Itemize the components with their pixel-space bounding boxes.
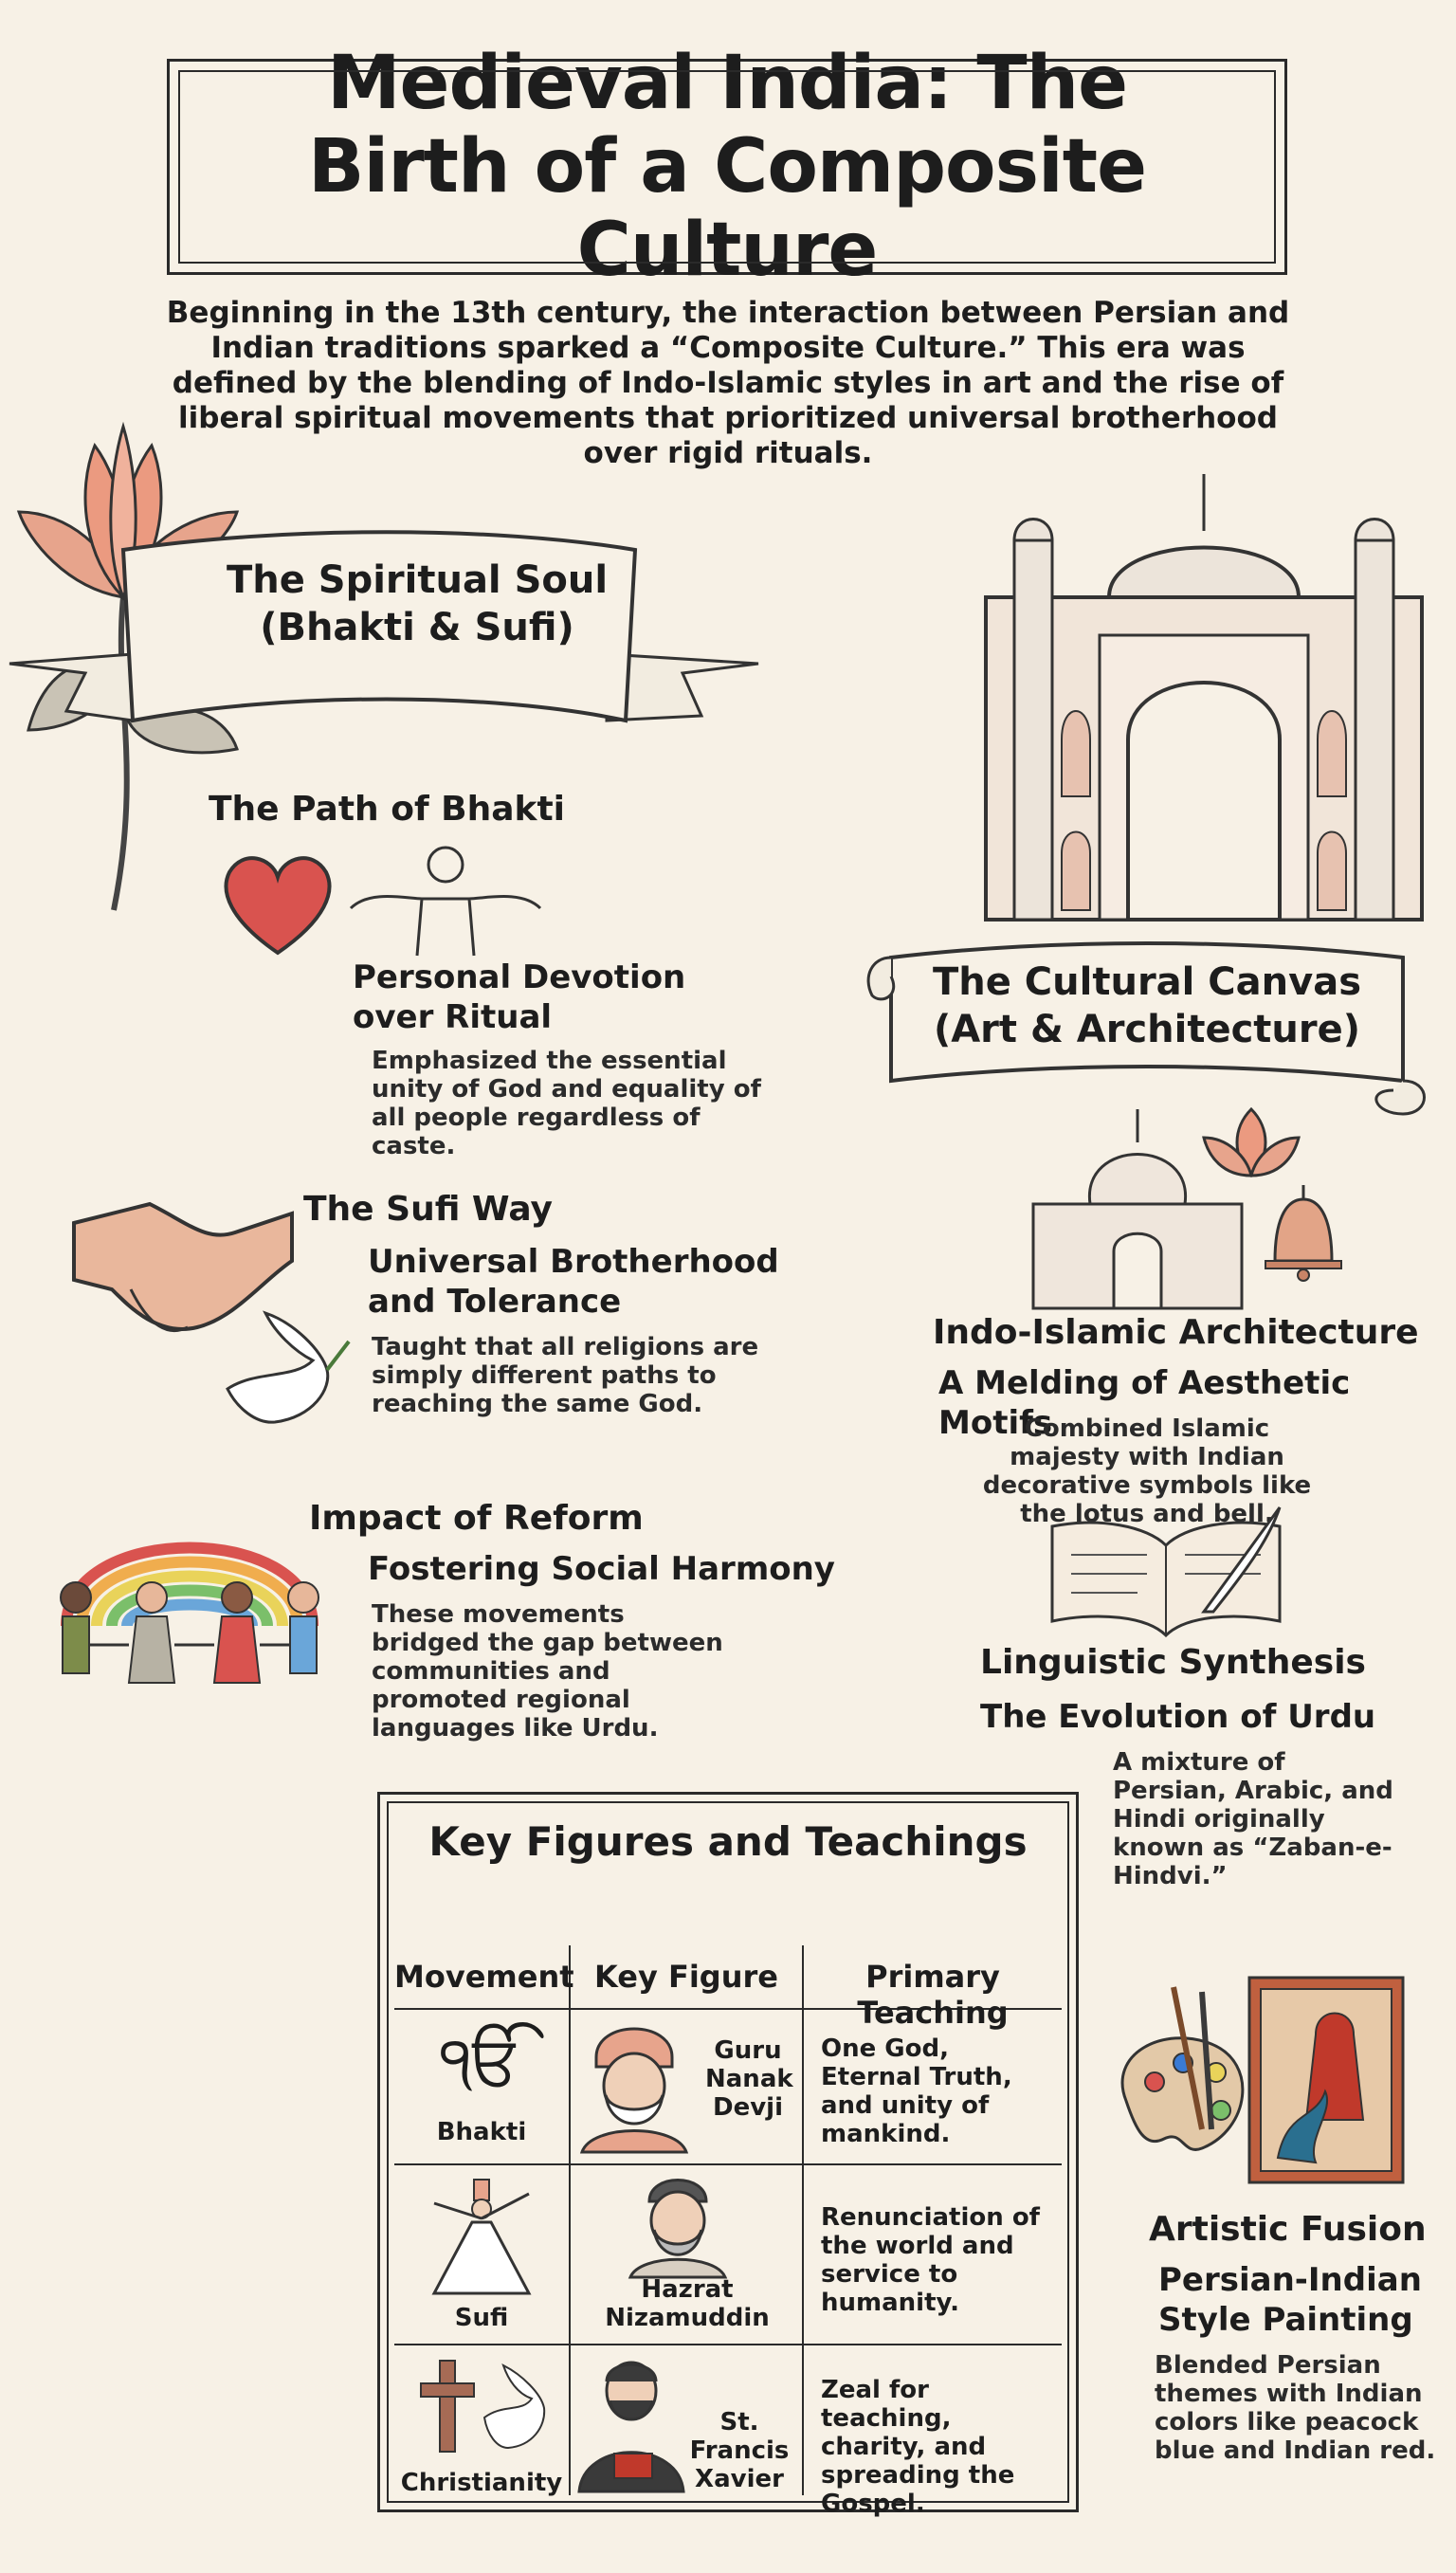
linguistic-text: A mixture of Persian, Arabic, and Hindi … bbox=[1113, 1748, 1393, 1890]
spiritual-banner-ribbon bbox=[9, 530, 759, 723]
table-row2-teaching: Renunciation of the world and service to… bbox=[821, 2203, 1040, 2317]
table-row1-teaching: One God, Eternal Truth, and unity of man… bbox=[821, 2035, 1012, 2148]
sufi-sub-line1: Universal Brotherhood bbox=[368, 1243, 779, 1281]
table-header-movement: Movement bbox=[394, 1959, 574, 1995]
mosque-icon bbox=[984, 474, 1424, 922]
artistic-sub-line2: Style Painting bbox=[1158, 2301, 1413, 2339]
reform-text: These movements bridged the gap between … bbox=[372, 1600, 723, 1743]
key-figures-table bbox=[377, 1792, 1079, 2512]
palette-brushes-icon bbox=[1120, 1986, 1245, 2151]
open-book-quill-icon bbox=[1050, 1506, 1282, 1638]
cultural-banner-line1: The Cultural Canvas bbox=[932, 960, 1361, 1004]
spiritual-banner-line2: (Bhakti & Sufi) bbox=[260, 606, 574, 649]
reform-sub: Fostering Social Harmony bbox=[368, 1550, 835, 1588]
heart-icon bbox=[224, 856, 332, 956]
bhakti-heading: The Path of Bhakti bbox=[209, 790, 565, 829]
intro-paragraph: Beginning in the 13th century, the inter… bbox=[166, 296, 1290, 470]
page-title: Medieval India: The Birth of a Composite… bbox=[308, 41, 1147, 293]
spiritual-banner-line1: The Spiritual Soul bbox=[226, 558, 609, 602]
sufi-heading: The Sufi Way bbox=[303, 1190, 553, 1229]
cultural-banner-line2: (Art & Architecture) bbox=[933, 1008, 1361, 1051]
cultural-banner-scroll bbox=[866, 941, 1426, 1116]
title-box: Medieval India: The Birth of a Composite… bbox=[167, 42, 1287, 292]
table-col-divider-1 bbox=[569, 1945, 571, 2495]
lotus-icon bbox=[1202, 1106, 1301, 1178]
table-title: Key Figures and Teachings bbox=[428, 1818, 1028, 1865]
table-row2-figure: Hazrat Nizamuddin bbox=[605, 2275, 770, 2332]
table-header-teaching: Primary Teaching bbox=[857, 1959, 1009, 2031]
bhakti-sub-line1: Personal Devotion bbox=[353, 958, 686, 996]
sufi-text: Taught that all religions are simply dif… bbox=[372, 1333, 759, 1418]
table-row3-movement: Christianity bbox=[400, 2469, 563, 2497]
rainbow-children-icon bbox=[60, 1542, 319, 1684]
bhakti-sub-line2: over Ritual bbox=[353, 998, 553, 1036]
table-row3-figure: St. Francis Xavier bbox=[689, 2408, 790, 2493]
table-col-divider-2 bbox=[802, 1945, 804, 2495]
open-arms-person-icon bbox=[349, 846, 542, 957]
architecture-heading: Indo-Islamic Architecture bbox=[933, 1313, 1419, 1352]
handshake-icon bbox=[72, 1201, 294, 1333]
sufi-sub-line2: and Tolerance bbox=[368, 1283, 622, 1321]
linguistic-sub: The Evolution of Urdu bbox=[980, 1698, 1376, 1736]
cross-dove-icon bbox=[420, 2360, 546, 2453]
artistic-sub-line1: Persian-Indian bbox=[1158, 2261, 1422, 2299]
artistic-text: Blended Persian themes with Indian color… bbox=[1155, 2351, 1436, 2465]
table-row-divider-2 bbox=[394, 2344, 1062, 2345]
artistic-heading: Artistic Fusion bbox=[1149, 2210, 1427, 2249]
table-header-divider bbox=[394, 2008, 1062, 2010]
saint-portrait-icon bbox=[577, 2361, 685, 2493]
bell-icon bbox=[1265, 1185, 1342, 1282]
reform-heading: Impact of Reform bbox=[309, 1499, 644, 1538]
table-row1-figure: Guru Nanak Devji bbox=[705, 2036, 793, 2122]
taj-mahal-icon bbox=[1031, 1109, 1244, 1310]
table-row2-movement: Sufi bbox=[454, 2304, 509, 2332]
table-header-figure: Key Figure bbox=[594, 1959, 778, 1995]
architecture-sub: A Melding of Aesthetic Motifs bbox=[938, 1364, 1351, 1442]
table-row-divider-1 bbox=[394, 2163, 1062, 2165]
linguistic-heading: Linguistic Synthesis bbox=[980, 1643, 1366, 1682]
bhakti-text: Emphasized the essential unity of God an… bbox=[372, 1047, 761, 1160]
guru-portrait-icon bbox=[579, 2027, 689, 2154]
ik-onkar-icon: ੴ bbox=[440, 2020, 523, 2100]
miniature-painting-icon bbox=[1247, 1976, 1405, 2184]
whirling-dervish-icon bbox=[431, 2179, 532, 2295]
table-row3-teaching: Zeal for teaching, charity, and spreadin… bbox=[821, 2376, 1015, 2518]
table-row1-movement: Bhakti bbox=[436, 2118, 527, 2146]
sufi-portrait-icon bbox=[628, 2179, 728, 2279]
dove-icon bbox=[226, 1310, 351, 1424]
